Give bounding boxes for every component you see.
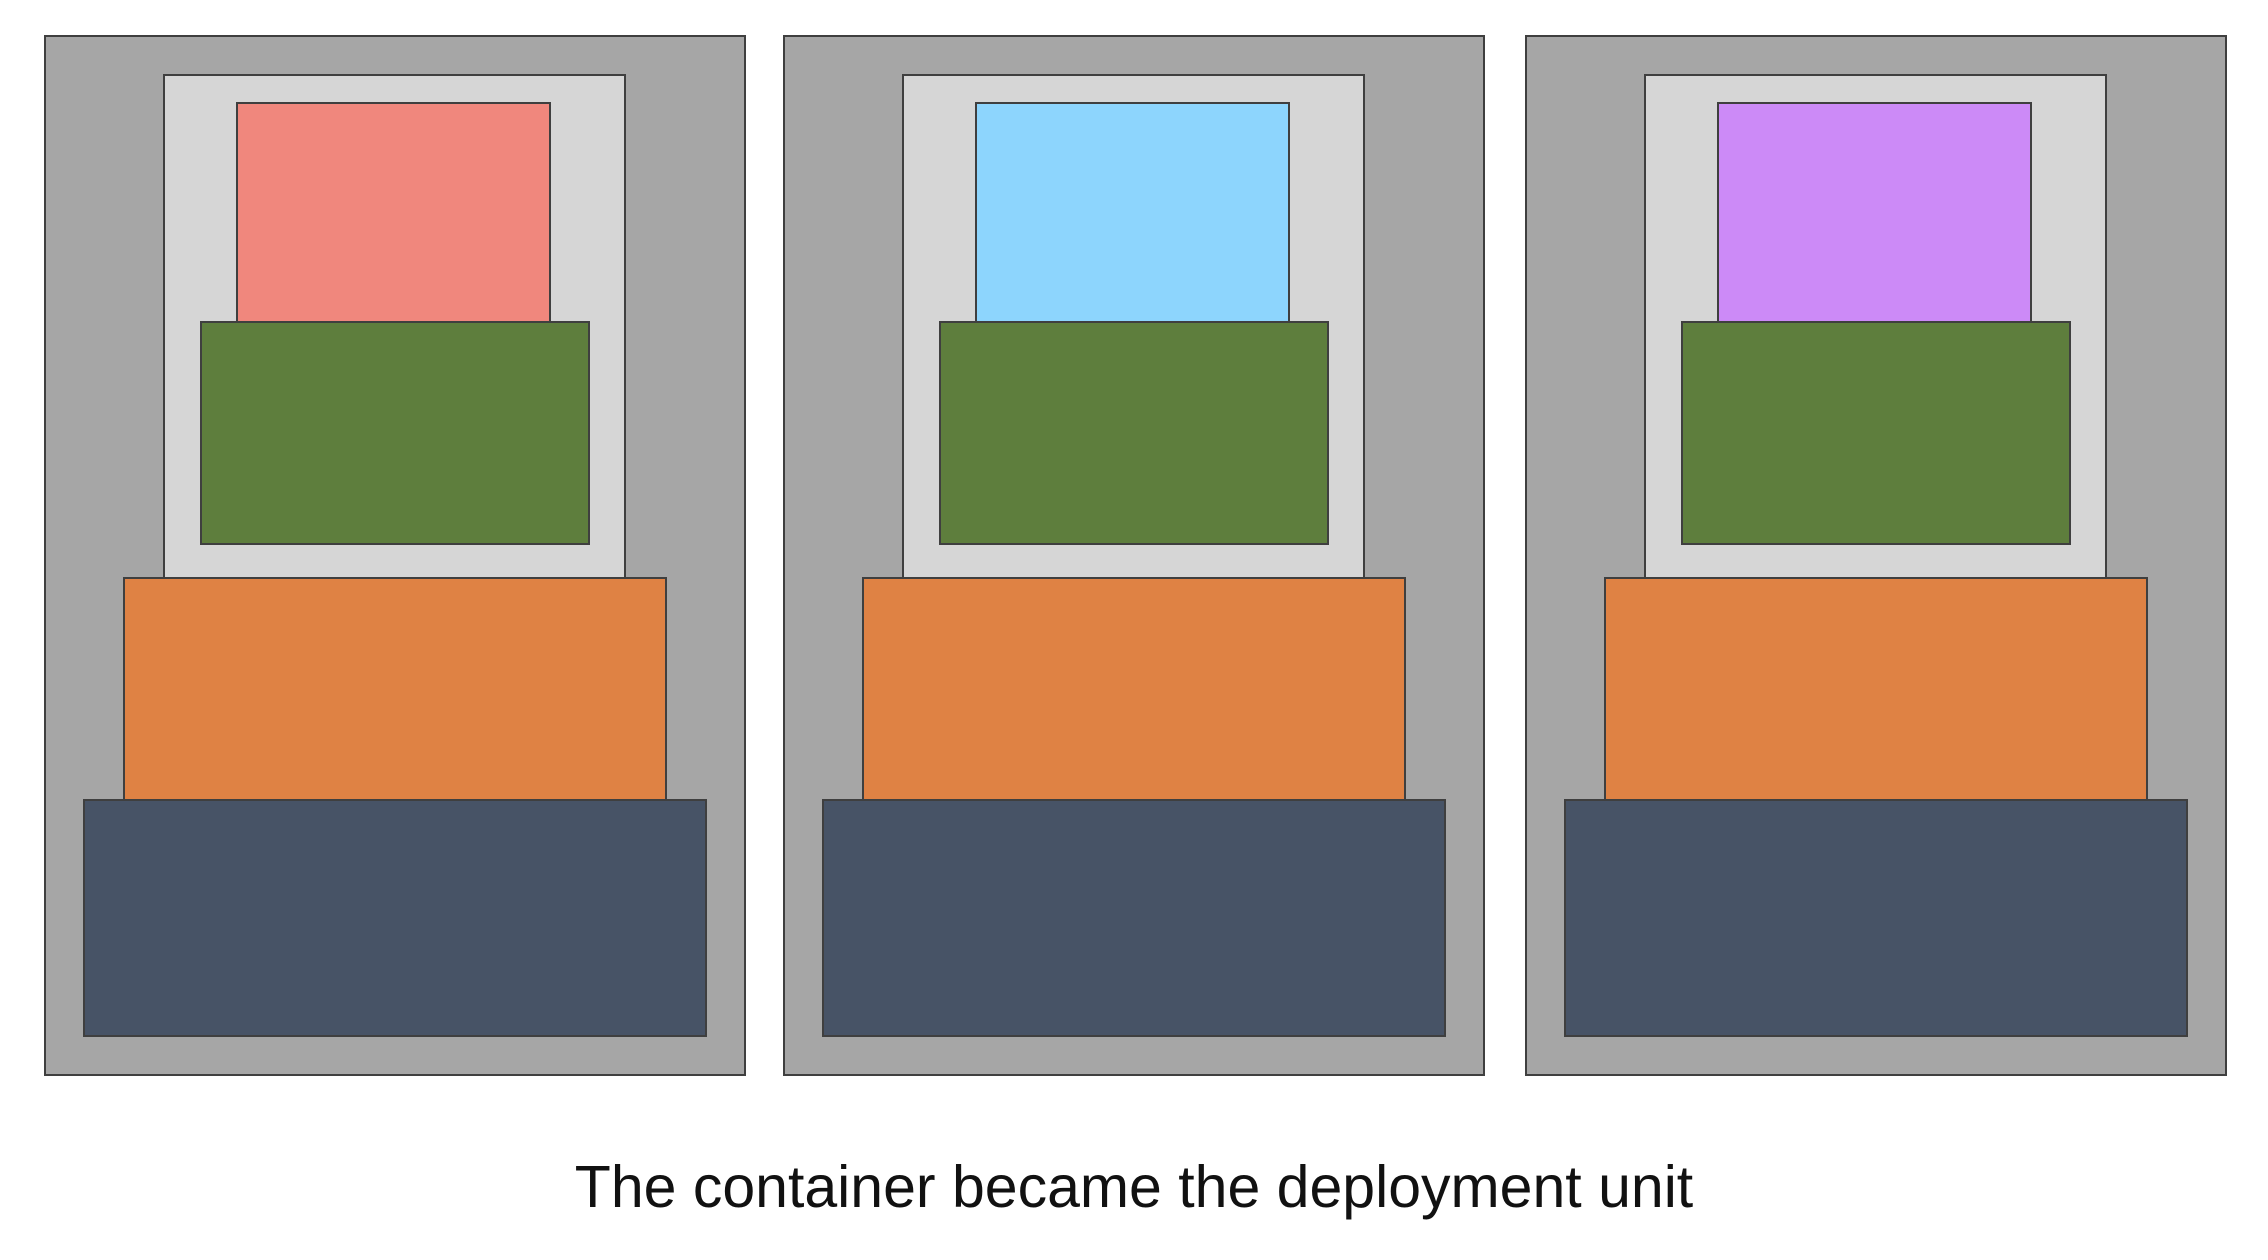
os-block (83, 799, 707, 1037)
host-panel-1 (44, 35, 746, 1076)
library-block (200, 321, 590, 545)
os-block (1564, 799, 2188, 1037)
runtime-block (1604, 577, 2148, 801)
caption: The container became the deployment unit (574, 1154, 1694, 1220)
host-panel-3 (1525, 35, 2227, 1076)
runtime-block (123, 577, 667, 801)
app-block (236, 102, 551, 327)
os-block (822, 799, 1446, 1037)
library-block (939, 321, 1329, 545)
app-block (975, 102, 1290, 327)
runtime-block (862, 577, 1406, 801)
library-block (1681, 321, 2071, 545)
app-block (1717, 102, 2032, 327)
host-panel-2 (783, 35, 1485, 1076)
